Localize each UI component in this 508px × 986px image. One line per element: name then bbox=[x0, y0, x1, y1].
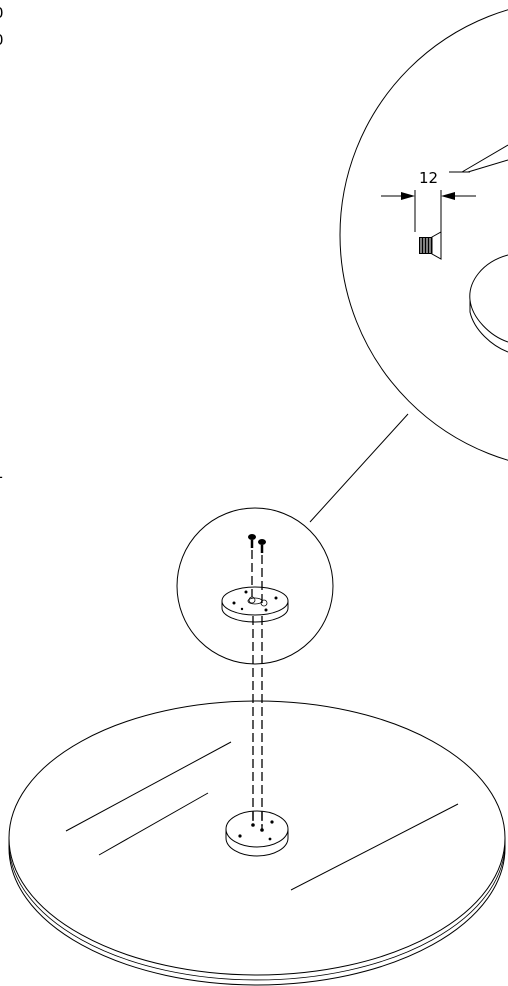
plate-partial-view bbox=[469, 254, 508, 353]
screw-2 bbox=[258, 539, 266, 553]
leader-line-1 bbox=[461, 144, 508, 173]
screw-side-view bbox=[419, 231, 442, 260]
reflection-line-3 bbox=[290, 803, 459, 891]
screw-1 bbox=[248, 534, 256, 548]
dimension-label: 12 bbox=[419, 169, 438, 187]
leader-line-2 bbox=[467, 159, 508, 173]
screw-head bbox=[431, 231, 442, 260]
small-detail-view bbox=[176, 507, 334, 665]
tabletop bbox=[8, 700, 506, 986]
detail-connector-line bbox=[309, 413, 409, 523]
detail-circle-small bbox=[176, 507, 334, 665]
edge-label-mid: 1 bbox=[0, 464, 4, 482]
dimension-12: 12 bbox=[381, 169, 476, 232]
screw-thread bbox=[419, 237, 432, 254]
base-disc bbox=[225, 810, 289, 857]
reflection-line-2 bbox=[98, 792, 209, 856]
dimension-arrow-right bbox=[441, 192, 455, 200]
dimension-arrow-left bbox=[401, 192, 415, 200]
edge-label-top-2: 0 bbox=[0, 31, 4, 49]
reflection-line-1 bbox=[65, 741, 232, 832]
detail-circle-large bbox=[339, 9, 508, 461]
mounting-plate bbox=[221, 586, 289, 623]
edge-label-top-1: 0 bbox=[0, 4, 4, 22]
tabletop-surface bbox=[8, 700, 506, 976]
tabletop-edge bbox=[8, 838, 506, 986]
large-detail-view: 12 bbox=[339, 9, 508, 461]
